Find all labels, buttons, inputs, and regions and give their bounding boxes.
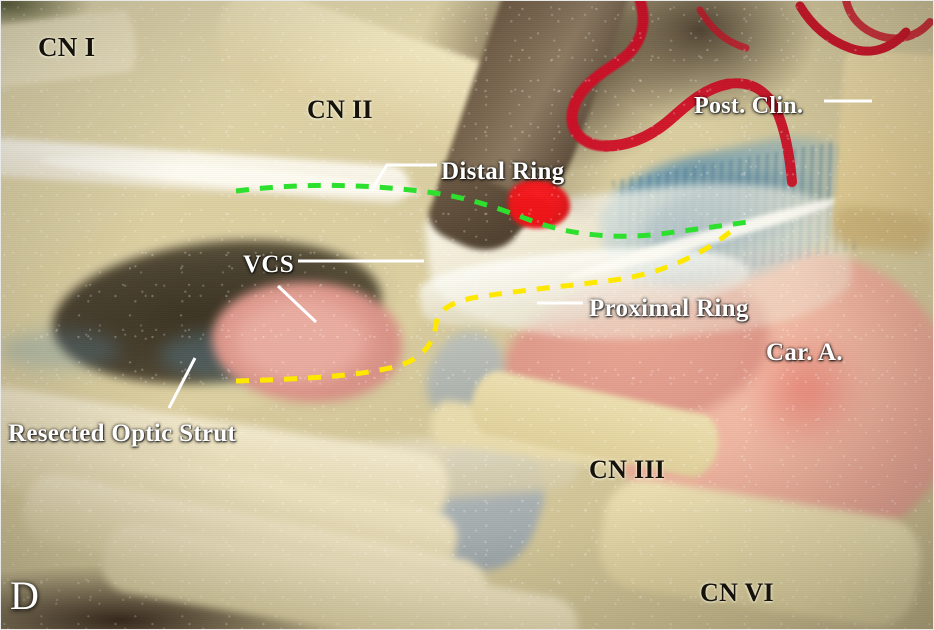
- label-distal-ring: Distal Ring: [441, 158, 565, 185]
- vcs-leader-down: [276, 284, 318, 324]
- label-vcs: VCS: [243, 251, 294, 278]
- label-carotid-artery: Car. A.: [766, 339, 843, 366]
- label-cn6: CN VI: [700, 578, 774, 607]
- leader-lines-group: [167, 99, 872, 409]
- proximal-ring-dashed-curve-group: [235, 230, 732, 384]
- label-posterior-clinoid: Post. Clin.: [694, 93, 804, 119]
- optic-strut-leader: [167, 357, 197, 409]
- label-proximal-ring: Proximal Ring: [589, 295, 749, 322]
- label-resected-optic-strut: Resected Optic Strut: [8, 420, 237, 447]
- label-cn1: CN I: [38, 32, 96, 62]
- distal-ring-dashed-curve-group: [235, 182, 749, 239]
- panel-letter: D: [10, 573, 39, 618]
- label-cn2: CN II: [307, 95, 373, 124]
- label-cn3: CN III: [589, 455, 666, 484]
- distal-ring-leader: [369, 163, 437, 192]
- distal-ring-dashed-curve: [235, 182, 749, 239]
- proximal-ring-dashed-curve: [235, 230, 732, 384]
